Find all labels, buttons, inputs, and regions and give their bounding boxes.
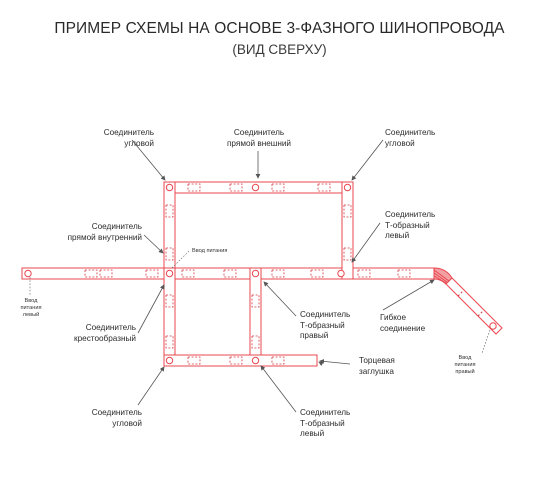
rail-center-lower bbox=[249, 267, 262, 367]
diagram-title: ПРИМЕР СХЕМЫ НА ОСНОВЕ 3-ФАЗНОГО ШИНОПРО… bbox=[54, 20, 505, 37]
rail-bottom bbox=[163, 354, 318, 367]
rail-diagonal bbox=[445, 277, 503, 335]
rail-left-upper bbox=[163, 181, 176, 280]
diagram-subtitle: (ВИД СВЕРХУ) bbox=[232, 42, 327, 57]
flexible-section bbox=[433, 267, 503, 335]
leader-lines bbox=[131, 139, 435, 413]
joint-markers bbox=[84, 183, 411, 365]
rail-right-upper bbox=[341, 181, 354, 280]
label-power-input: Ввод питания bbox=[192, 248, 228, 254]
connector-circles bbox=[24, 183, 497, 365]
rail-left-lower bbox=[163, 267, 176, 367]
